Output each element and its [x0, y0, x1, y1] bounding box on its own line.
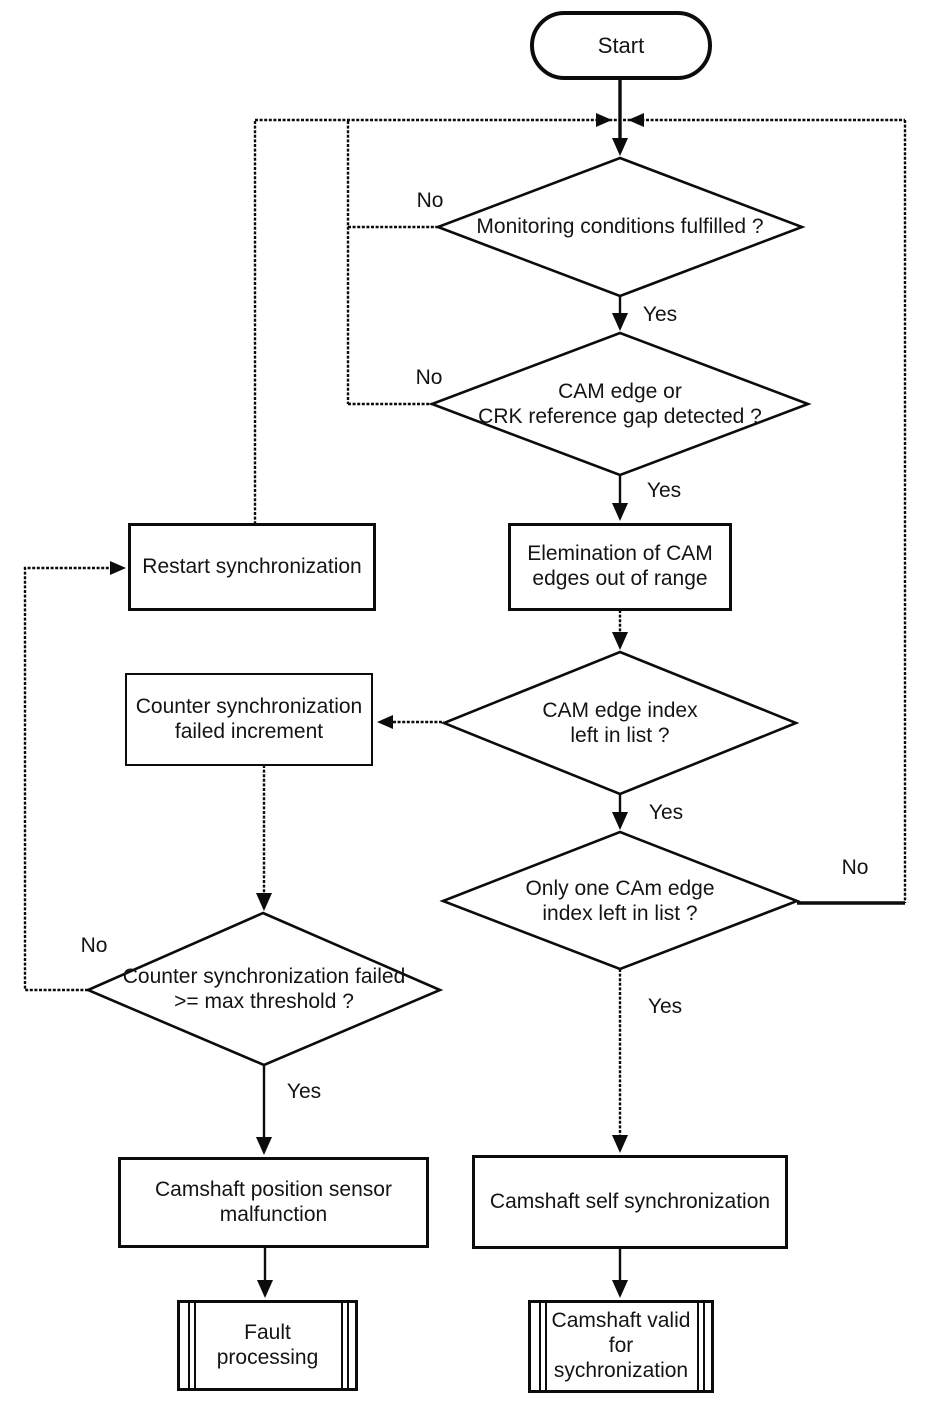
arrowhead-junction-left	[596, 113, 612, 127]
arrowhead-into-selfsync	[612, 1135, 628, 1153]
arrowhead-into-valid	[612, 1280, 628, 1298]
sensor-malfunction-node: Camshaft position sensor malfunction	[118, 1157, 429, 1248]
arrowhead-into-only-one	[612, 812, 628, 830]
elimination-node: Elemination of CAM edges out of range	[508, 523, 732, 611]
fault-right-bar-outer	[347, 1303, 349, 1388]
fault-processing-label: Fault processing	[216, 1320, 319, 1369]
index-yes-label: Yes	[648, 801, 684, 824]
only-one-no-label: No	[841, 856, 869, 879]
valid-sync-node: Camshaft valid for sychronization	[528, 1300, 714, 1393]
arrowhead-into-monitoring	[612, 138, 628, 156]
only-one-yes-label: Yes	[647, 995, 683, 1018]
decision-cam-edge-detected	[428, 331, 812, 477]
fault-right-bar-inner	[341, 1303, 343, 1388]
valid-right-bar-inner	[697, 1303, 699, 1390]
valid-left-bar-inner	[545, 1303, 547, 1390]
restart-sync-node: Restart synchronization	[128, 523, 376, 611]
decision-counter-threshold	[84, 911, 444, 1067]
monitoring-yes-label: Yes	[642, 303, 678, 326]
valid-left-bar-outer	[539, 1303, 541, 1390]
arrowhead-into-elimination	[612, 503, 628, 521]
threshold-yes-label: Yes	[286, 1080, 322, 1103]
decision-only-one-cam-edge	[439, 830, 801, 971]
arrowhead-into-restart	[110, 561, 126, 575]
start-node: Start	[530, 11, 712, 80]
threshold-no-label: No	[80, 934, 108, 957]
fault-processing-node: Fault processing	[177, 1300, 358, 1391]
counter-failed-increment-node: Counter synchronization failed increment	[125, 673, 373, 766]
arrowhead-junction-right	[628, 113, 644, 127]
decision-monitoring-conditions	[434, 156, 806, 298]
fault-left-bar-inner	[194, 1303, 196, 1388]
edge-threshold-no-loop	[23, 566, 112, 992]
arrowhead-into-cam-edge	[612, 313, 628, 331]
arrowhead-into-index	[612, 632, 628, 650]
cam-edge-no-label: No	[415, 366, 443, 389]
decision-cam-edge-index	[440, 650, 800, 796]
cam-edge-yes-label: Yes	[646, 479, 682, 502]
self-sync-node: Camshaft self synchronization	[472, 1155, 788, 1249]
arrowhead-into-threshold	[256, 893, 272, 911]
arrowhead-into-counter	[377, 715, 393, 729]
fault-left-bar-outer	[188, 1303, 190, 1388]
valid-sync-label: Camshaft valid for sychronization	[551, 1309, 691, 1382]
valid-right-bar-outer	[703, 1303, 705, 1390]
arrowhead-into-fault	[257, 1280, 273, 1298]
monitoring-no-label: No	[416, 189, 444, 212]
arrowhead-into-malfunction	[256, 1137, 272, 1155]
